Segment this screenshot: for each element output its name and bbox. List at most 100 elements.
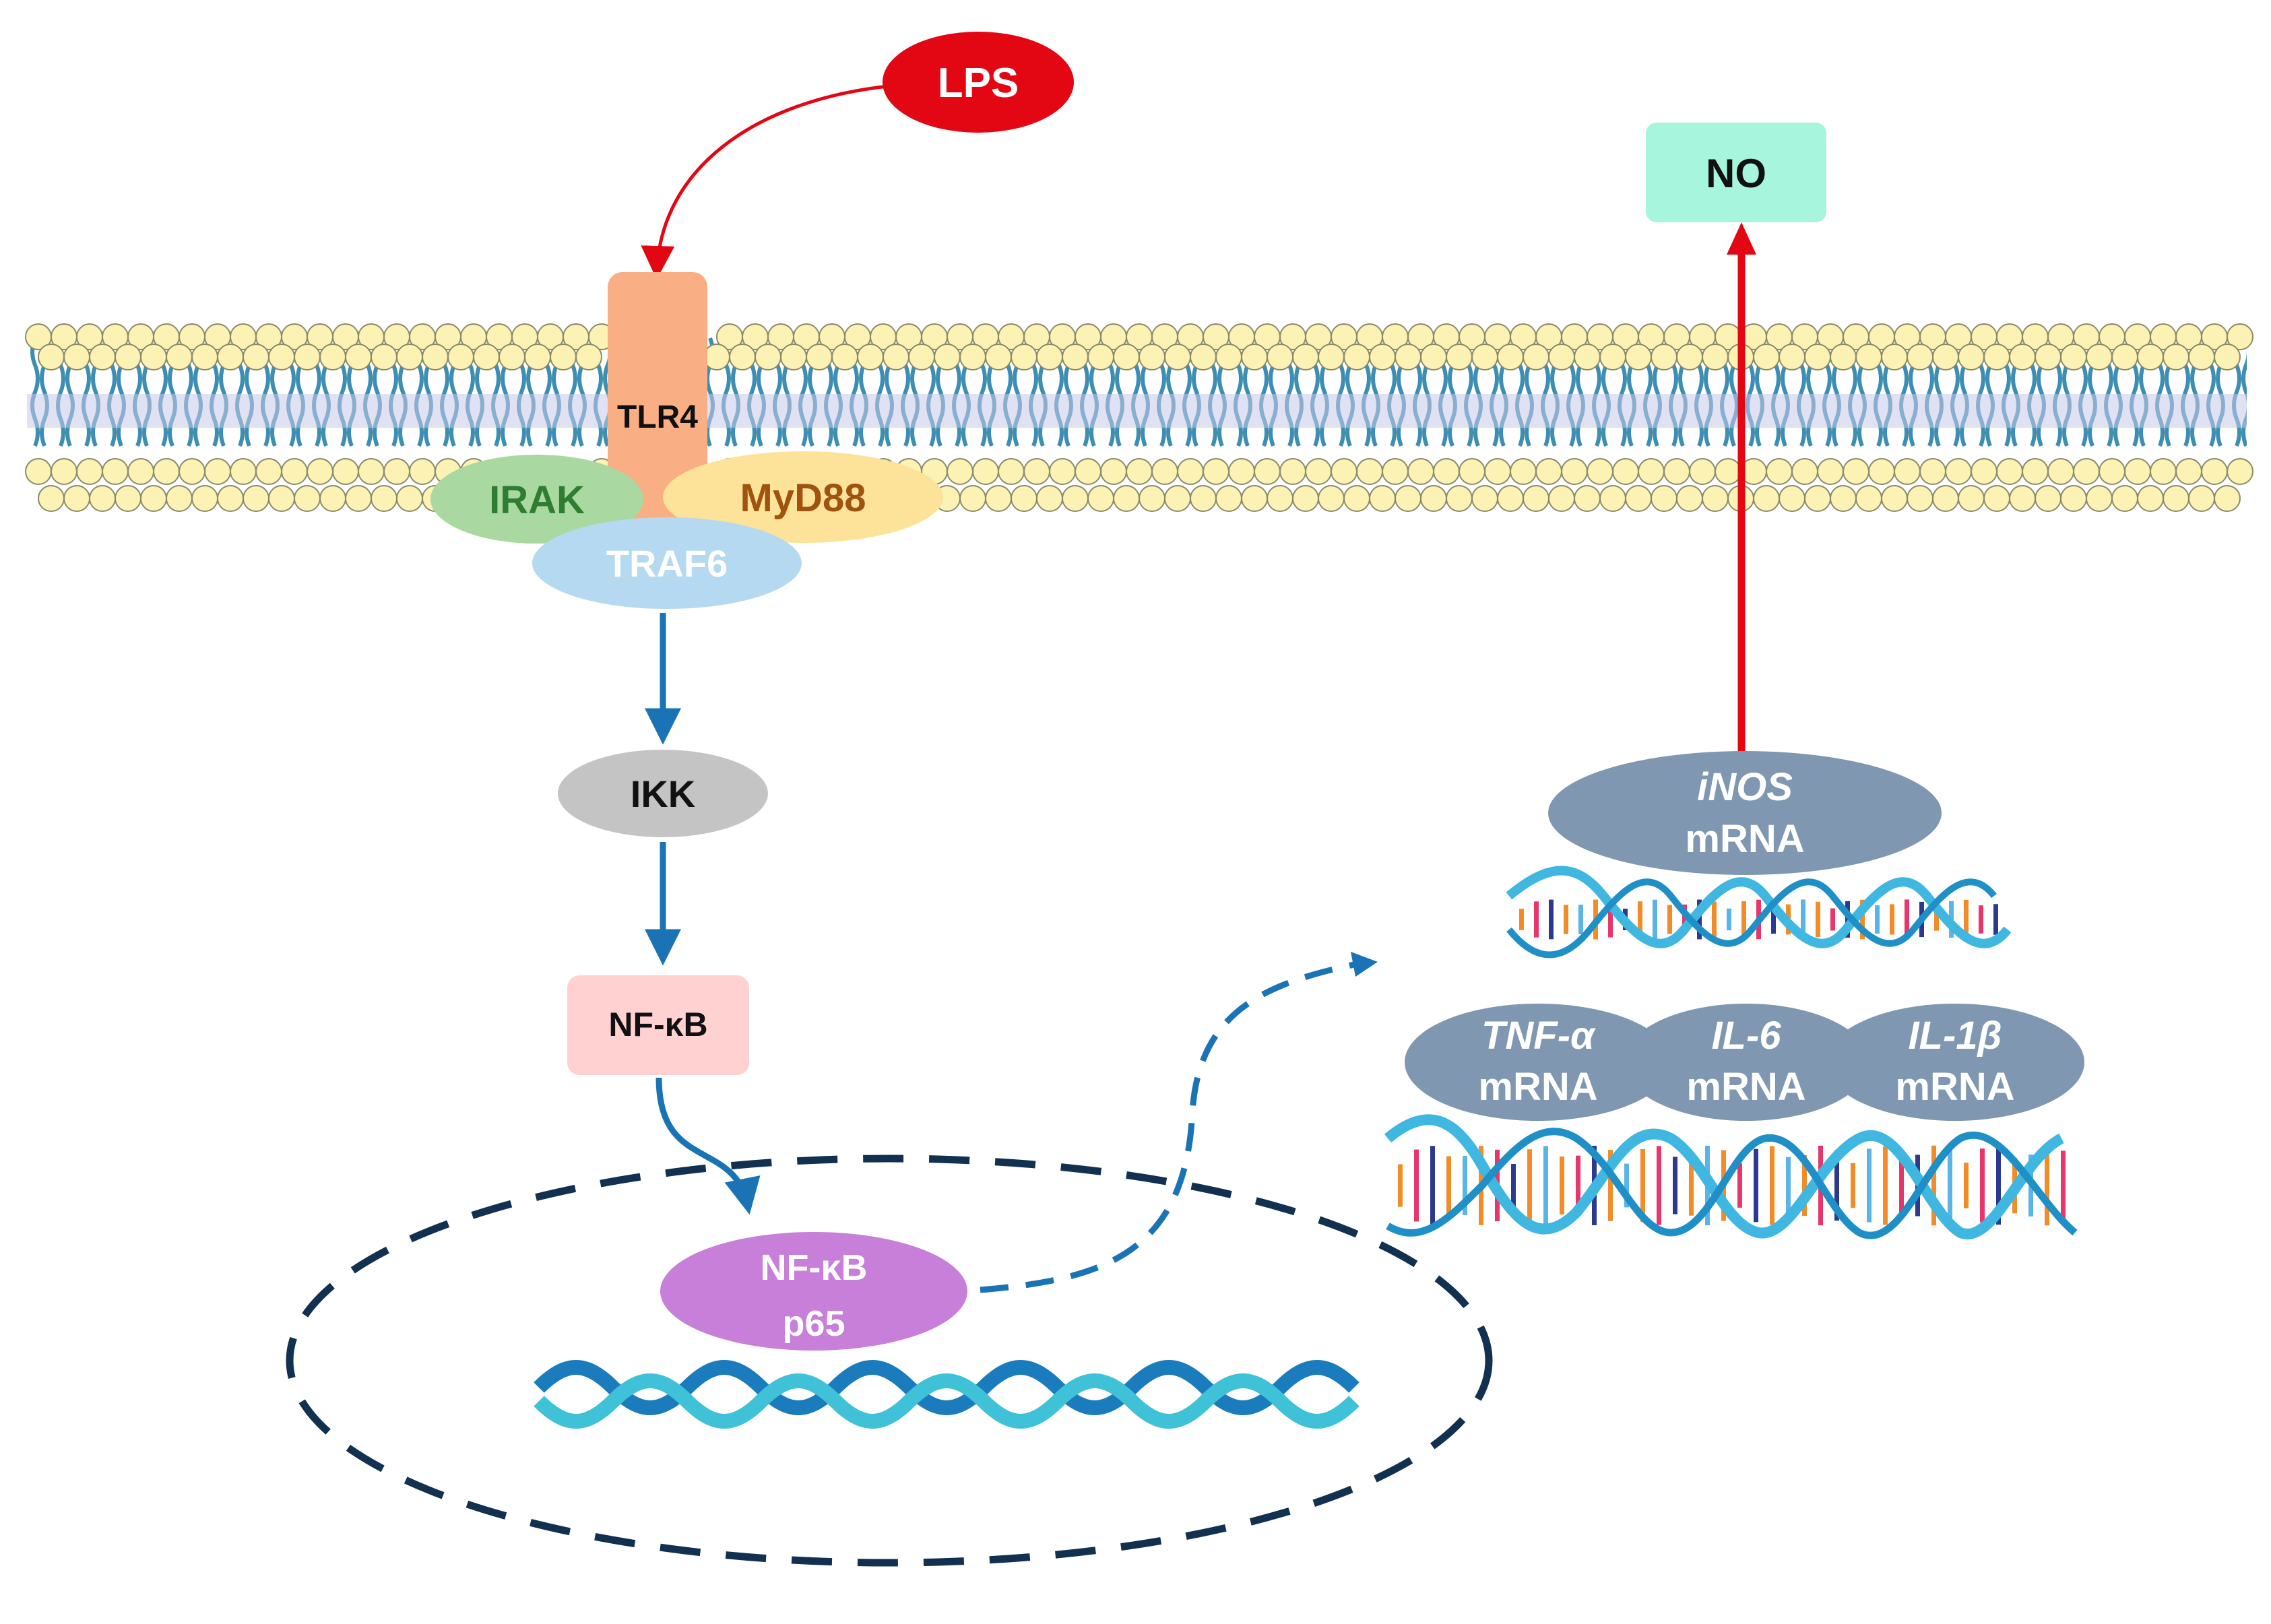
- dna-base-pair: [1883, 1146, 1888, 1225]
- lipid-head: [1139, 485, 1165, 512]
- lipid-head: [1126, 458, 1153, 485]
- lipid-head: [1382, 458, 1409, 485]
- lipid-head: [985, 344, 1012, 370]
- lipid-head: [2214, 485, 2241, 512]
- dna-base-pair: [1905, 899, 1909, 940]
- dna-base-pair: [1860, 899, 1865, 940]
- dna-base-pair: [1682, 904, 1687, 935]
- lipid-head: [1804, 344, 1831, 370]
- lipid-head: [294, 485, 321, 512]
- lipid-head: [1420, 344, 1447, 370]
- lipid-head: [1894, 458, 1921, 485]
- lipid-head: [422, 344, 449, 370]
- dna-base-pair: [1934, 908, 1939, 931]
- lipid-head: [1062, 344, 1089, 370]
- lipid-head: [153, 458, 180, 485]
- dna-base-pair: [1834, 1150, 1839, 1221]
- lipid-head: [2188, 485, 2215, 512]
- dna-base-pair: [1564, 905, 1568, 934]
- lipid-head: [1676, 344, 1703, 370]
- lipid-head: [1177, 458, 1204, 485]
- lipid-head: [1868, 458, 1895, 485]
- dna-helix-upper: [1506, 866, 2012, 959]
- lipid-head: [2214, 344, 2241, 370]
- lipid-head: [1241, 485, 1268, 512]
- dna-base-pair: [1875, 905, 1880, 934]
- dna-base-pair: [1463, 1156, 1467, 1215]
- lipid-head: [383, 458, 410, 485]
- lipid-head: [217, 344, 244, 370]
- dna-base-pair: [1996, 1146, 2001, 1225]
- lipid-head: [51, 458, 77, 485]
- lipid-head: [1612, 458, 1639, 485]
- lipid-head: [1139, 344, 1165, 370]
- lipid-head: [972, 458, 999, 485]
- lipid-head: [2137, 485, 2164, 512]
- lipid-head: [1599, 344, 1626, 370]
- dna-base-pair: [1398, 1164, 1403, 1207]
- dna-base-pair: [1414, 1149, 1419, 1222]
- lipid-head: [1267, 485, 1293, 512]
- lipid-head: [319, 485, 346, 512]
- lipid-head: [1228, 458, 1255, 485]
- lps-to-tlr4-arrow: [641, 84, 889, 280]
- dna-base-pair: [1786, 1157, 1791, 1214]
- lipid-head: [1011, 344, 1037, 370]
- lipid-head: [1945, 458, 1972, 485]
- lipid-head: [447, 344, 474, 370]
- lipid-head: [2227, 323, 2253, 350]
- dna-base-pair: [1712, 901, 1717, 938]
- ikk-node: [558, 750, 768, 837]
- lipid-head: [1830, 485, 1857, 512]
- lipid-head: [2086, 485, 2113, 512]
- lipid-head: [1471, 485, 1498, 512]
- membrane-core: [27, 394, 2247, 428]
- lipid-head: [1523, 485, 1549, 512]
- lipid-head: [2111, 344, 2138, 370]
- dna-base-pair: [1770, 1146, 1774, 1225]
- lipid-head: [294, 344, 321, 370]
- lipid-head: [127, 458, 154, 485]
- dna-base-pair: [1964, 899, 1969, 940]
- lipid-head: [396, 344, 423, 370]
- lipid-head: [2150, 458, 2177, 485]
- lipid-head: [89, 344, 116, 370]
- dna-helix-lower: [1384, 1114, 2078, 1239]
- lipid-head: [1343, 485, 1370, 512]
- lipid-head: [2009, 485, 2036, 512]
- lipid-head: [1702, 344, 1729, 370]
- lipid-head: [268, 485, 295, 512]
- dna-base-pair: [1867, 1148, 1872, 1223]
- lipid-head: [1190, 485, 1217, 512]
- myd88-node: [663, 451, 943, 543]
- lipid-head: [1062, 485, 1089, 512]
- lipid-head: [1459, 458, 1485, 485]
- dna-base-pair: [1697, 899, 1702, 940]
- lipid-head: [2009, 344, 2036, 370]
- dna-base-pair: [1578, 905, 1583, 934]
- lipid-head: [1433, 458, 1460, 485]
- lipid-head: [1215, 485, 1242, 512]
- lipid-head: [115, 485, 141, 512]
- dna-base-pair: [1771, 905, 1776, 934]
- dna-base-pair: [1890, 904, 1894, 935]
- lipid-head: [1100, 458, 1127, 485]
- dna-base-pair: [1979, 905, 1983, 934]
- cell-membrane: [25, 323, 2253, 512]
- lipid-head: [1535, 458, 1562, 485]
- lipid-head: [217, 485, 244, 512]
- lipid-head: [1113, 485, 1140, 512]
- nfkb-p65-node: [660, 1232, 967, 1351]
- lipid-head: [1305, 458, 1332, 485]
- il6-mrna-label: mRNA: [1686, 1065, 1805, 1109]
- lipid-head: [1343, 344, 1370, 370]
- lipid-head: [2227, 458, 2253, 485]
- lipid-head: [1753, 344, 1780, 370]
- lipid-head: [1855, 485, 1882, 512]
- lipid-head: [2060, 344, 2087, 370]
- p65-to-transcription-arrow: [980, 961, 1355, 1293]
- lipid-head: [703, 344, 730, 370]
- lipid-head: [2163, 485, 2189, 512]
- traf6-node: [532, 517, 802, 609]
- lipid-head: [1574, 485, 1601, 512]
